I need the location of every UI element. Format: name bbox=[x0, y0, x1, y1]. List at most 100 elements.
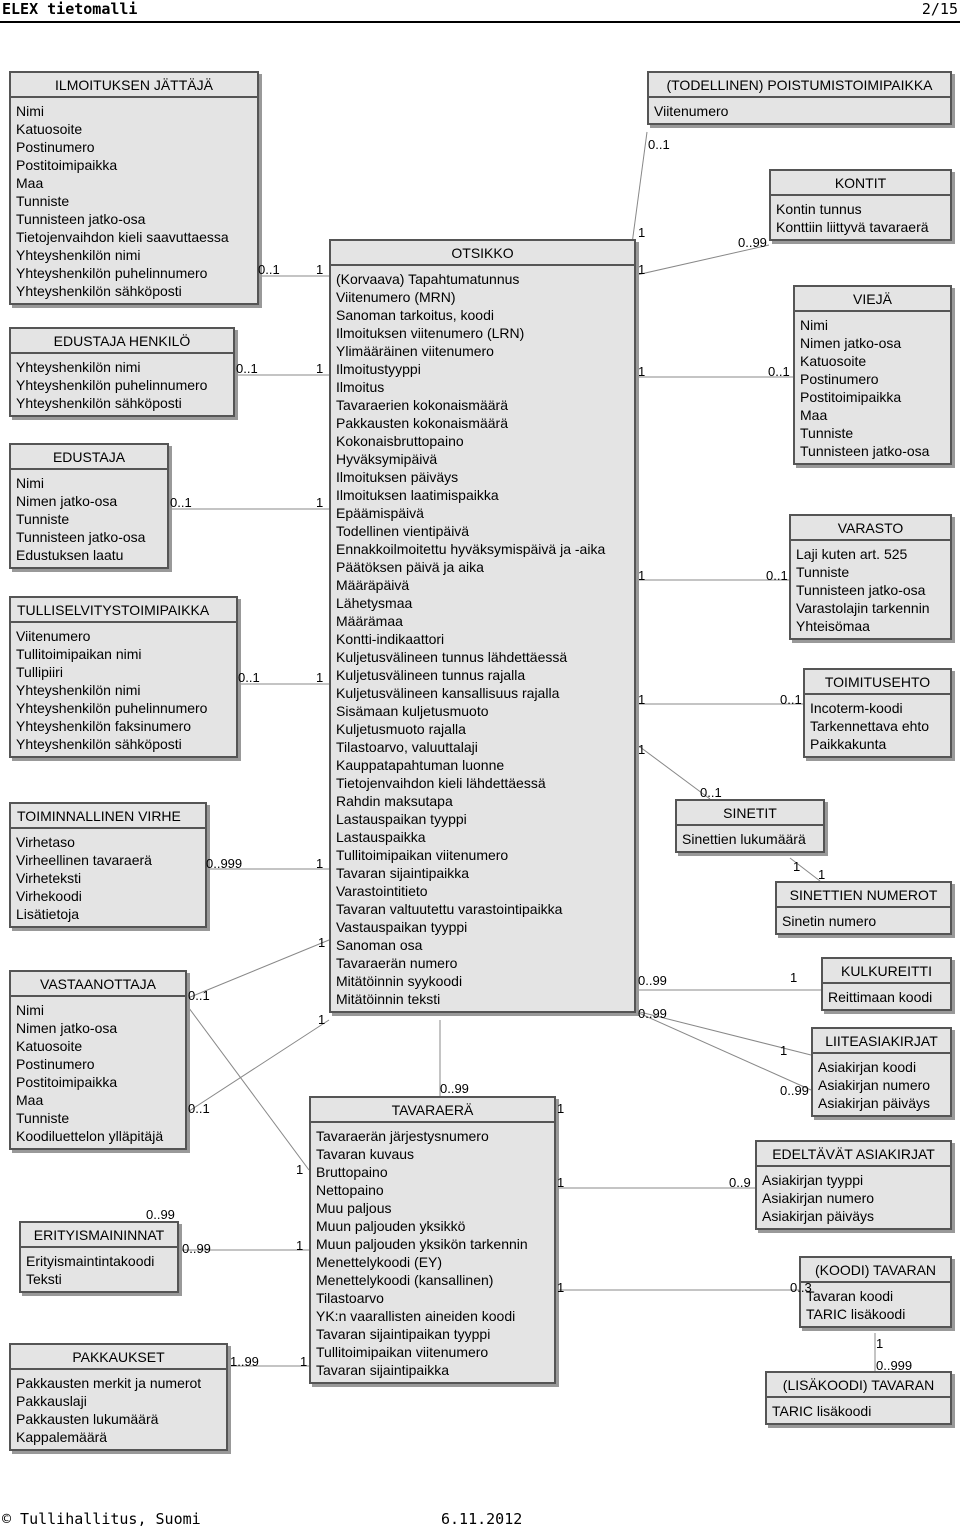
entity-field: Yhteisömaa bbox=[796, 618, 870, 634]
entity-field: Kuljetusvälineen tunnus lähdettäessä bbox=[336, 649, 568, 665]
entity-field: Lähetysmaa bbox=[336, 595, 413, 611]
cardinality-label: 1 bbox=[638, 568, 646, 583]
entity-field: Virheteksti bbox=[16, 870, 82, 886]
entity-fields: Viitenumero bbox=[649, 98, 950, 123]
footer-date: 6.11.2012 bbox=[441, 1510, 523, 1528]
cardinality-label: 0..99 bbox=[146, 1207, 175, 1222]
entity-field: Määrämaa bbox=[336, 613, 403, 629]
cardinality-label: 0..1 bbox=[236, 361, 258, 376]
entity-field: Tunniste bbox=[16, 511, 70, 527]
entity-field: Tunnisteen jatko-osa bbox=[16, 211, 146, 227]
entity-title: OTSIKKO bbox=[331, 241, 634, 266]
entity-field: Sanoman tarkoitus, koodi bbox=[336, 307, 494, 323]
relationship-line bbox=[631, 1009, 812, 1091]
entity-field: Nimen jatko-osa bbox=[16, 493, 118, 509]
entity-field: Kokonaisbruttopaino bbox=[336, 433, 464, 449]
entity-field: Katuosoite bbox=[16, 121, 83, 137]
entity-field: Yhteyshenkilön sähköposti bbox=[16, 395, 182, 411]
entity-field: Tilastoarvo, valuuttalaji bbox=[336, 739, 478, 755]
entity-field: Kuljetusmuoto rajalla bbox=[336, 721, 466, 737]
entity-field: Lastauspaikka bbox=[336, 829, 426, 845]
entity-field: Asiakirjan tyyppi bbox=[762, 1172, 864, 1188]
entity-field: Viitenumero (MRN) bbox=[336, 289, 456, 305]
entity-title: TOIMITUSEHTO bbox=[805, 670, 950, 695]
entity-field: Mitätöinnin syykoodi bbox=[336, 973, 463, 989]
entity-field: Ilmoituksen laatimispaikka bbox=[336, 487, 499, 503]
entity-field: Kontin tunnus bbox=[776, 201, 862, 217]
entity-field: Tietojenvaihdon kieli saavuttaessa bbox=[16, 229, 229, 245]
entity-field: Konttiin liittyvä tavaraerä bbox=[776, 219, 929, 235]
cardinality-label: 0..99 bbox=[780, 1083, 809, 1098]
cardinality-label: 1 bbox=[300, 1354, 308, 1369]
entity-field: Postitoimipaikka bbox=[800, 389, 902, 405]
entity-field: Varastointitieto bbox=[336, 883, 428, 899]
cardinality-label: 0..999 bbox=[206, 856, 243, 871]
cardinality-label: 1 bbox=[876, 1336, 884, 1351]
entity-field: Menettelykoodi (EY) bbox=[316, 1254, 443, 1270]
page-number: 2/15 bbox=[921, 0, 958, 18]
cardinality-label: 0..1 bbox=[768, 364, 790, 379]
entity-field: Maa bbox=[16, 1092, 44, 1108]
entity-field: Yhteyshenkilön puhelinnumero bbox=[16, 377, 208, 393]
cardinality-label: 1 bbox=[557, 1280, 565, 1295]
entity-field: Tunnisteen jatko-osa bbox=[16, 529, 146, 545]
entity-field: Virhetaso bbox=[16, 834, 75, 850]
cardinality-label: 1 bbox=[793, 859, 801, 874]
entity-title: EDELTÄVÄT ASIAKIRJAT bbox=[757, 1142, 950, 1167]
entity-field: Sisämaan kuljetusmuoto bbox=[336, 703, 489, 719]
entity-fields: Sinettien lukumäärä bbox=[677, 826, 823, 851]
entity-field: YK:n vaarallisten aineiden koodi bbox=[316, 1308, 516, 1324]
relationship-line bbox=[182, 939, 330, 1001]
entity-field: Kontti-indikaattori bbox=[336, 631, 445, 647]
entity-field: Tavaran valtuutettu varastointipaikka bbox=[336, 901, 563, 917]
cardinality-label: 1 bbox=[316, 262, 324, 277]
entity-field: Tullitoimipaikan viitenumero bbox=[316, 1344, 489, 1360]
entity-title: SINETTIEN NUMEROT bbox=[777, 883, 950, 908]
entity-field: Menettelykoodi (kansallinen) bbox=[316, 1272, 494, 1288]
entity-field: Nimen jatko-osa bbox=[800, 335, 902, 351]
entity-field: Postinumero bbox=[800, 371, 879, 387]
entity-title: KULKUREITTI bbox=[823, 959, 950, 984]
entity-field: Mitätöinnin teksti bbox=[336, 991, 441, 1007]
entity-field: Incoterm-koodi bbox=[810, 700, 903, 716]
entity-field: Tavaraerien kokonaismäärä bbox=[336, 397, 508, 413]
cardinality-label: 0..1 bbox=[766, 568, 788, 583]
entity-field: Pakkausten merkit ja numerot bbox=[16, 1375, 202, 1391]
entity-title: EDUSTAJA bbox=[11, 445, 167, 470]
entity-field: Tullitoimipaikan nimi bbox=[16, 646, 142, 662]
entity-title: TULLISELVITYSTOIMIPAIKKA bbox=[11, 598, 236, 623]
entity-title: TAVARAERÄ bbox=[311, 1098, 554, 1123]
entity-field: Bruttopaino bbox=[316, 1164, 388, 1180]
entity-field: Asiakirjan päiväys bbox=[762, 1208, 875, 1224]
entity-field: Tavaran kuvaus bbox=[316, 1146, 415, 1162]
entity-field: Katuosoite bbox=[16, 1038, 83, 1054]
entity-field: Koodiluettelon ylläpitäjä bbox=[16, 1128, 164, 1144]
entity-field: Asiakirjan numero bbox=[818, 1077, 931, 1093]
entity-title: SINETIT bbox=[677, 801, 823, 826]
entity-field: Tietojenvaihdon kieli lähdettäessä bbox=[336, 775, 546, 791]
cardinality-label: 1 bbox=[638, 742, 646, 757]
entity-field: Kuljetusvälineen tunnus rajalla bbox=[336, 667, 526, 683]
entity-field: Postinumero bbox=[16, 139, 95, 155]
entity-title: VIEJÄ bbox=[795, 287, 950, 312]
entity-title: LIITEASIAKIRJAT bbox=[813, 1029, 950, 1054]
entity-field: Hyväksymipäivä bbox=[336, 451, 438, 467]
entity-field: Laji kuten art. 525 bbox=[796, 546, 908, 562]
entity-field: Ennakkoilmoitettu hyväksymispäivä ja -ai… bbox=[336, 541, 606, 557]
cardinality-label: 0..99 bbox=[440, 1081, 469, 1096]
entity-field: Lisätietoja bbox=[16, 906, 80, 922]
